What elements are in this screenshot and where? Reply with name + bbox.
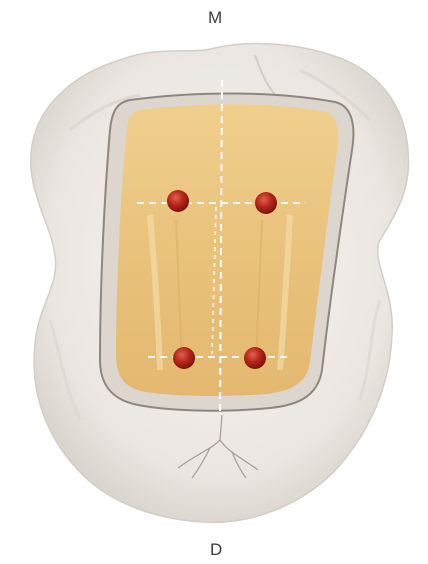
dot-icon <box>255 192 277 214</box>
dot-icon <box>167 190 189 212</box>
dot-icon <box>244 347 266 369</box>
pulpal-floor <box>116 104 338 396</box>
distal-label: D <box>210 540 223 560</box>
dot-icon <box>173 347 195 369</box>
